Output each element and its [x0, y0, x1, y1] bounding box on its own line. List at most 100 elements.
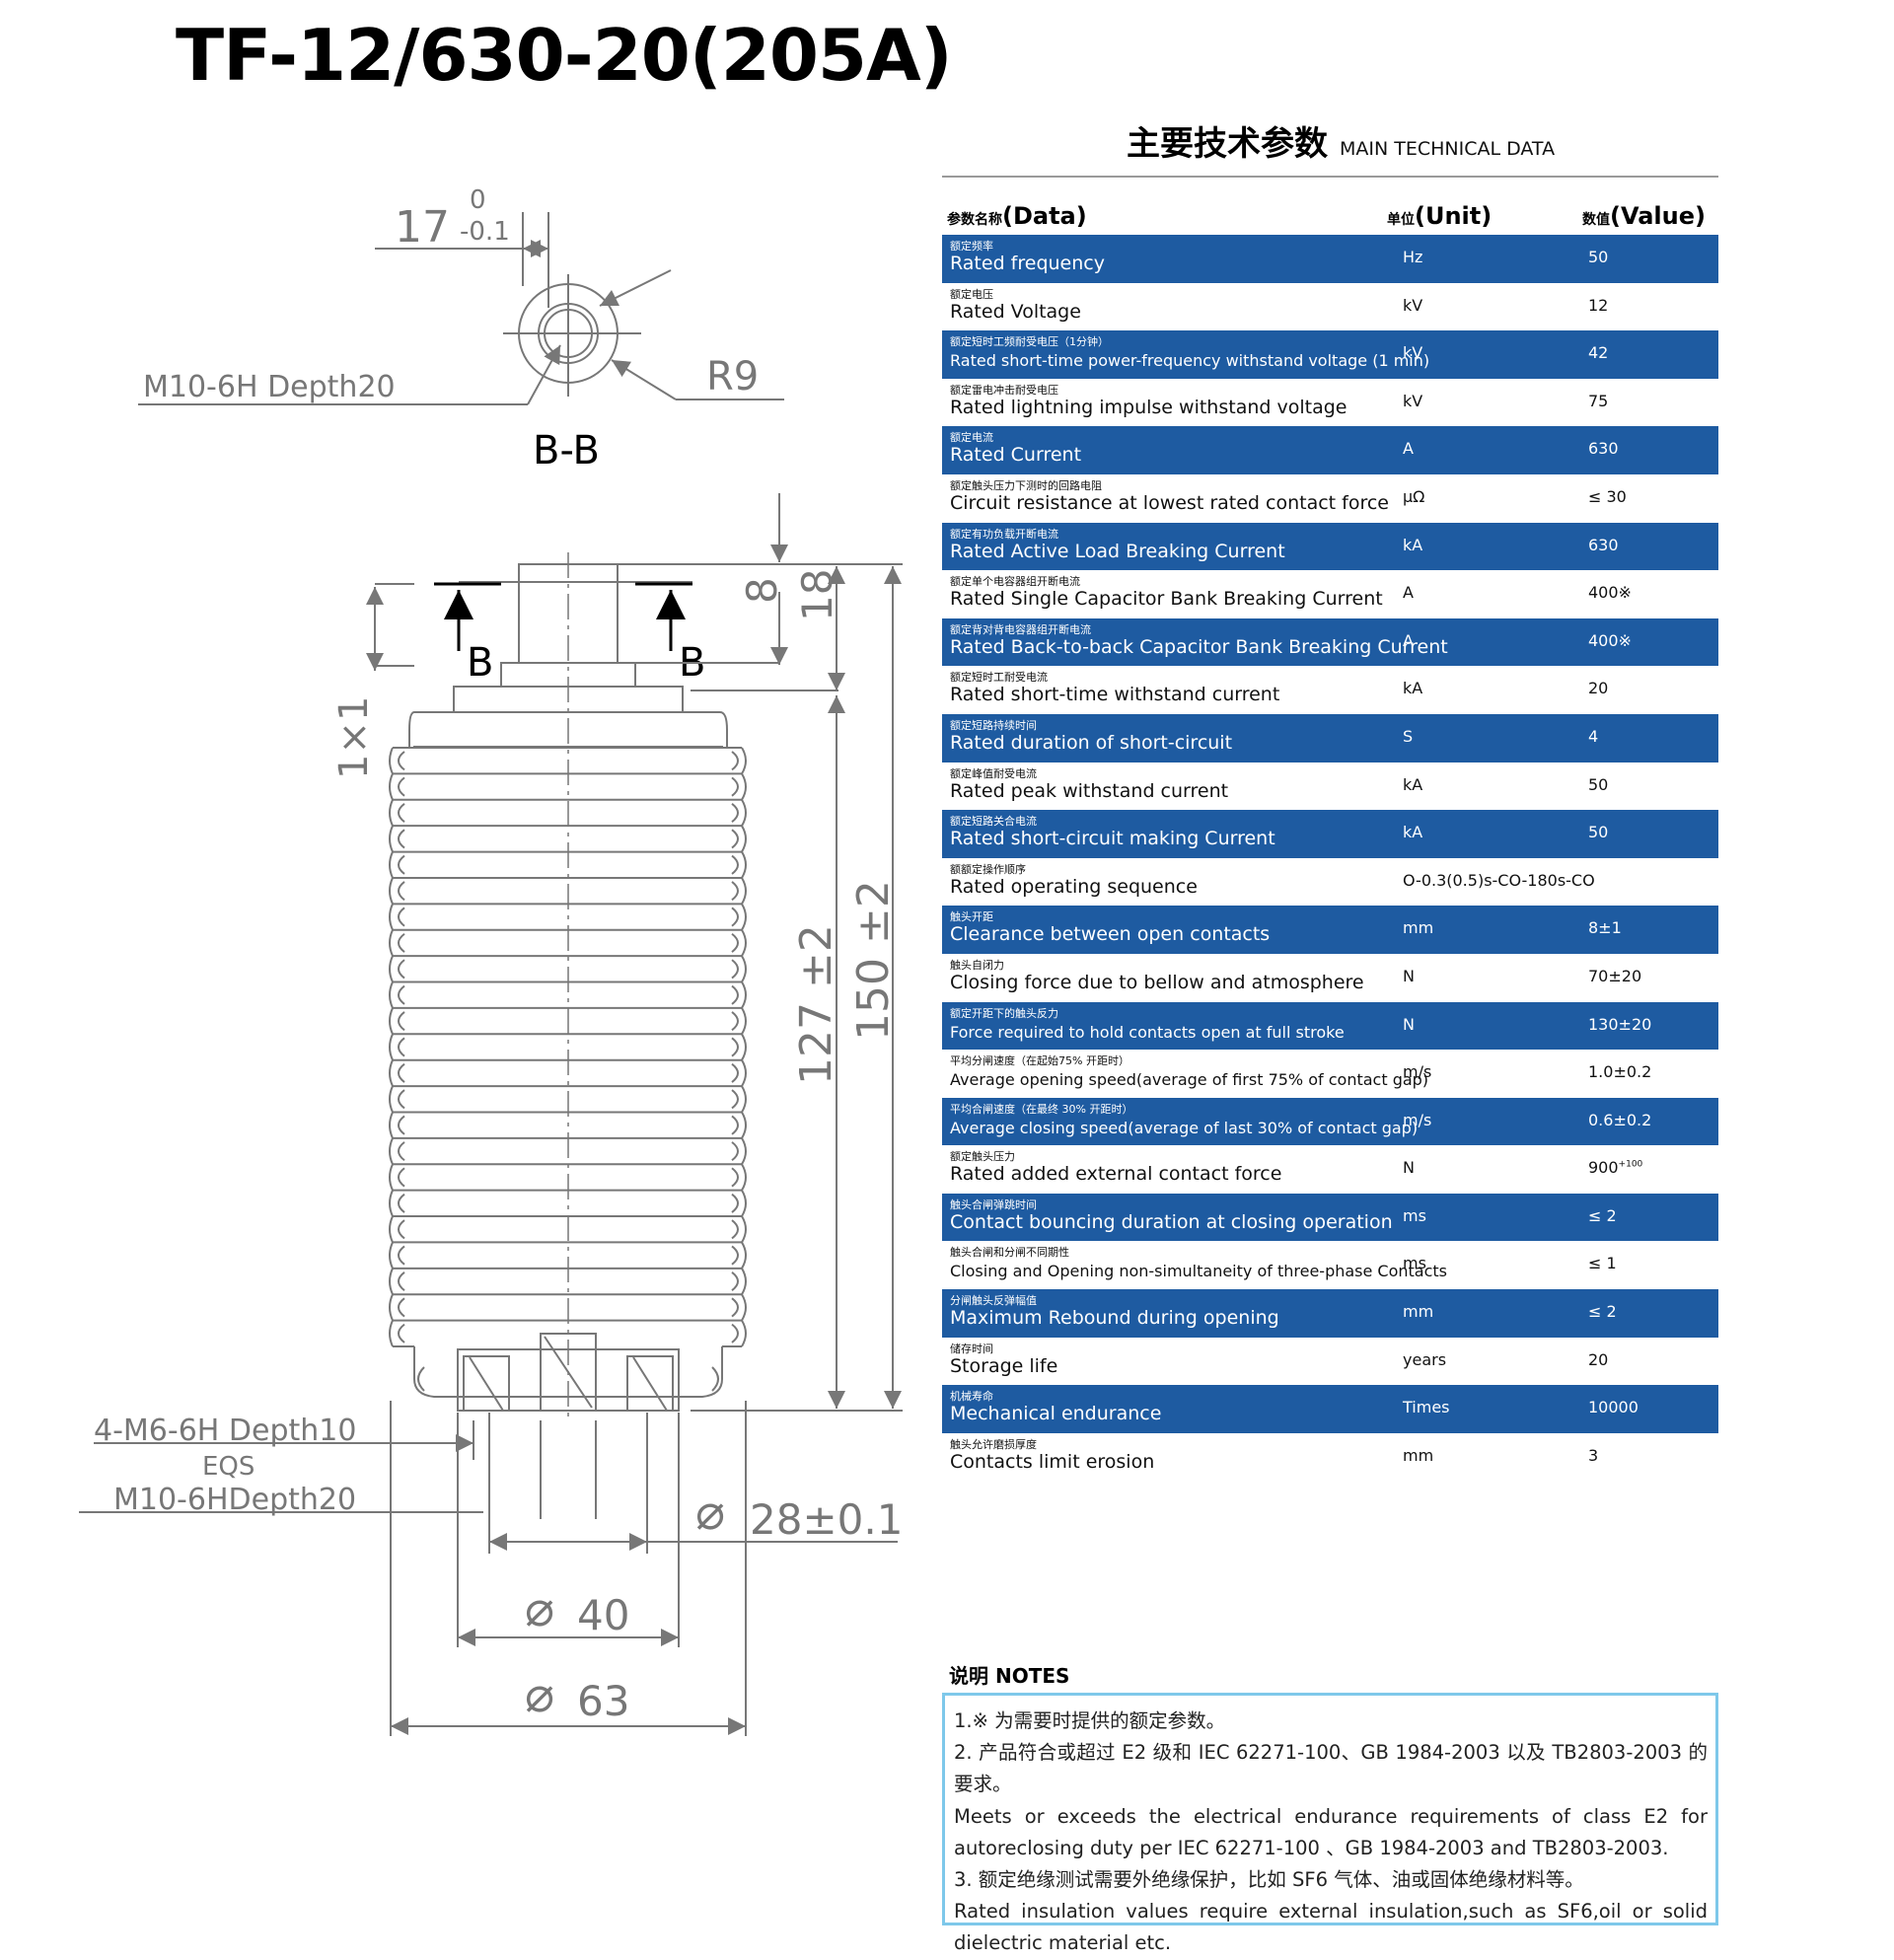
bellows-rib	[389, 1293, 747, 1322]
dim-127: 127 ±2	[791, 924, 841, 1085]
param-name-en: Average opening speed(average of first 7…	[950, 1070, 1429, 1090]
section-mark-b-left: B	[467, 640, 493, 686]
param-unit: m/s	[1403, 1110, 1432, 1129]
eqs-label: EQS	[202, 1452, 255, 1482]
param-name-en: Average closing speed(average of last 30…	[950, 1118, 1419, 1137]
param-name-en: Rated short-time power-frequency withsta…	[950, 351, 1430, 371]
param-name-zh: 额定频率	[950, 240, 993, 253]
param-name-en: Rated short-time withstand current	[950, 684, 1280, 706]
param-unit: S	[1403, 726, 1414, 746]
param-value: ≤ 30	[1588, 486, 1627, 506]
param-name-en: Rated Back-to-back Capacitor Bank Breaki…	[950, 635, 1448, 658]
note-line: 1.※ 为需要时提供的额定参数。	[954, 1709, 1226, 1732]
param-value: 42	[1588, 343, 1609, 363]
param-value: ≤ 2	[1588, 1205, 1617, 1225]
param-unit: Hz	[1403, 248, 1423, 266]
param-name-zh: 额定背对背电容器组开断电流	[950, 622, 1091, 636]
bellows-rib	[389, 1215, 747, 1243]
section-label-bb: B-B	[533, 428, 600, 473]
param-unit: μΩ	[1403, 486, 1425, 506]
param-unit: A	[1403, 583, 1414, 603]
diam-63: 63	[577, 1677, 629, 1725]
param-unit: m/s	[1403, 1062, 1432, 1082]
note-line: Meets or exceeds the electrical enduranc…	[954, 1804, 1708, 1859]
param-name-zh: 分闸触头反弹幅值	[950, 1294, 1037, 1308]
param-name-en: Circuit resistance at lowest rated conta…	[950, 491, 1389, 514]
bellows-rib	[389, 1111, 747, 1139]
param-name-en: Contacts limit erosion	[950, 1450, 1155, 1473]
param-name-en: Rated Active Load Breaking Current	[950, 540, 1285, 562]
param-name-en: Contact bouncing duration at closing ope…	[950, 1210, 1393, 1233]
document-title: TF-12/630-20(205A)	[176, 14, 953, 97]
bellows-rib	[389, 1268, 747, 1295]
param-unit: N	[1403, 966, 1415, 985]
param-name-zh: 机械寿命	[950, 1390, 993, 1404]
param-unit: kA	[1403, 774, 1423, 794]
bellows-rib	[389, 1163, 747, 1192]
param-unit: A	[1403, 630, 1414, 650]
param-unit: mm	[1403, 1445, 1434, 1465]
param-name-en: Clearance between open contacts	[950, 923, 1271, 946]
param-name-zh: 储存时间	[950, 1342, 993, 1355]
dim-18: 18	[793, 569, 841, 621]
bellows-rib	[389, 903, 747, 931]
param-value: 630	[1588, 535, 1619, 554]
bellows-rib	[389, 747, 747, 774]
param-value-tolerance: +100	[1618, 1159, 1643, 1170]
bellows-rib	[389, 1085, 747, 1113]
param-name-zh: 额定短路持续时间	[950, 718, 1037, 732]
column-header-unit: 单位(Unit)	[1387, 202, 1493, 230]
param-value: ≤ 2	[1588, 1302, 1617, 1322]
param-value: 75	[1588, 391, 1609, 410]
param-name-en: Rated operating sequence	[950, 875, 1198, 898]
param-name-zh: 额额定操作顺序	[950, 862, 1026, 876]
param-unit: mm	[1403, 918, 1434, 938]
bellows-rib	[389, 1059, 747, 1087]
param-value-wrap: 900+100	[1588, 1158, 1642, 1177]
param-name-zh: 额定电流	[950, 431, 993, 445]
param-unit: ms	[1403, 1254, 1426, 1273]
height-dimensions	[366, 493, 903, 1412]
param-name-en: Force required to hold contacts open at …	[950, 1022, 1345, 1042]
dim-tol-upper: 0	[470, 185, 486, 215]
bellows-rib	[389, 1320, 747, 1347]
notes-heading: 说明 NOTES	[949, 1664, 1070, 1688]
param-name-zh: 额定触头压力下测时的回路电阻	[950, 478, 1102, 492]
param-name-en: Rated Single Capacitor Bank Breaking Cur…	[950, 588, 1383, 611]
thread-callout-top: M10-6H Depth20	[143, 370, 396, 404]
param-value: 50	[1588, 823, 1609, 842]
dim-8: 8	[738, 577, 786, 604]
bellows-rib	[389, 772, 747, 801]
param-unit: N	[1403, 1158, 1415, 1178]
param-value: 4	[1588, 726, 1599, 746]
param-value: 8±1	[1588, 918, 1622, 938]
thread-callout-bottom-2: M10-6HDepth20	[113, 1483, 356, 1517]
param-unit: kV	[1403, 295, 1423, 315]
param-unit: A	[1403, 439, 1414, 459]
param-value: 20	[1588, 1349, 1609, 1369]
param-name-zh: 触头开距	[950, 910, 993, 924]
param-name-en: Rated short-circuit making Current	[950, 828, 1275, 850]
section-heading-zh: 主要技术参数	[1127, 124, 1328, 164]
bellows-outline	[393, 747, 742, 1347]
note-line: 3. 额定绝缘测试需要外绝缘保护，比如 SF6 气体、油或固体绝缘材料等。	[954, 1868, 1584, 1892]
bellows-rib	[389, 1007, 747, 1035]
note-line: Rated insulation values require external…	[954, 1900, 1708, 1955]
param-name-en: Rated lightning impulse withstand voltag…	[950, 396, 1348, 418]
